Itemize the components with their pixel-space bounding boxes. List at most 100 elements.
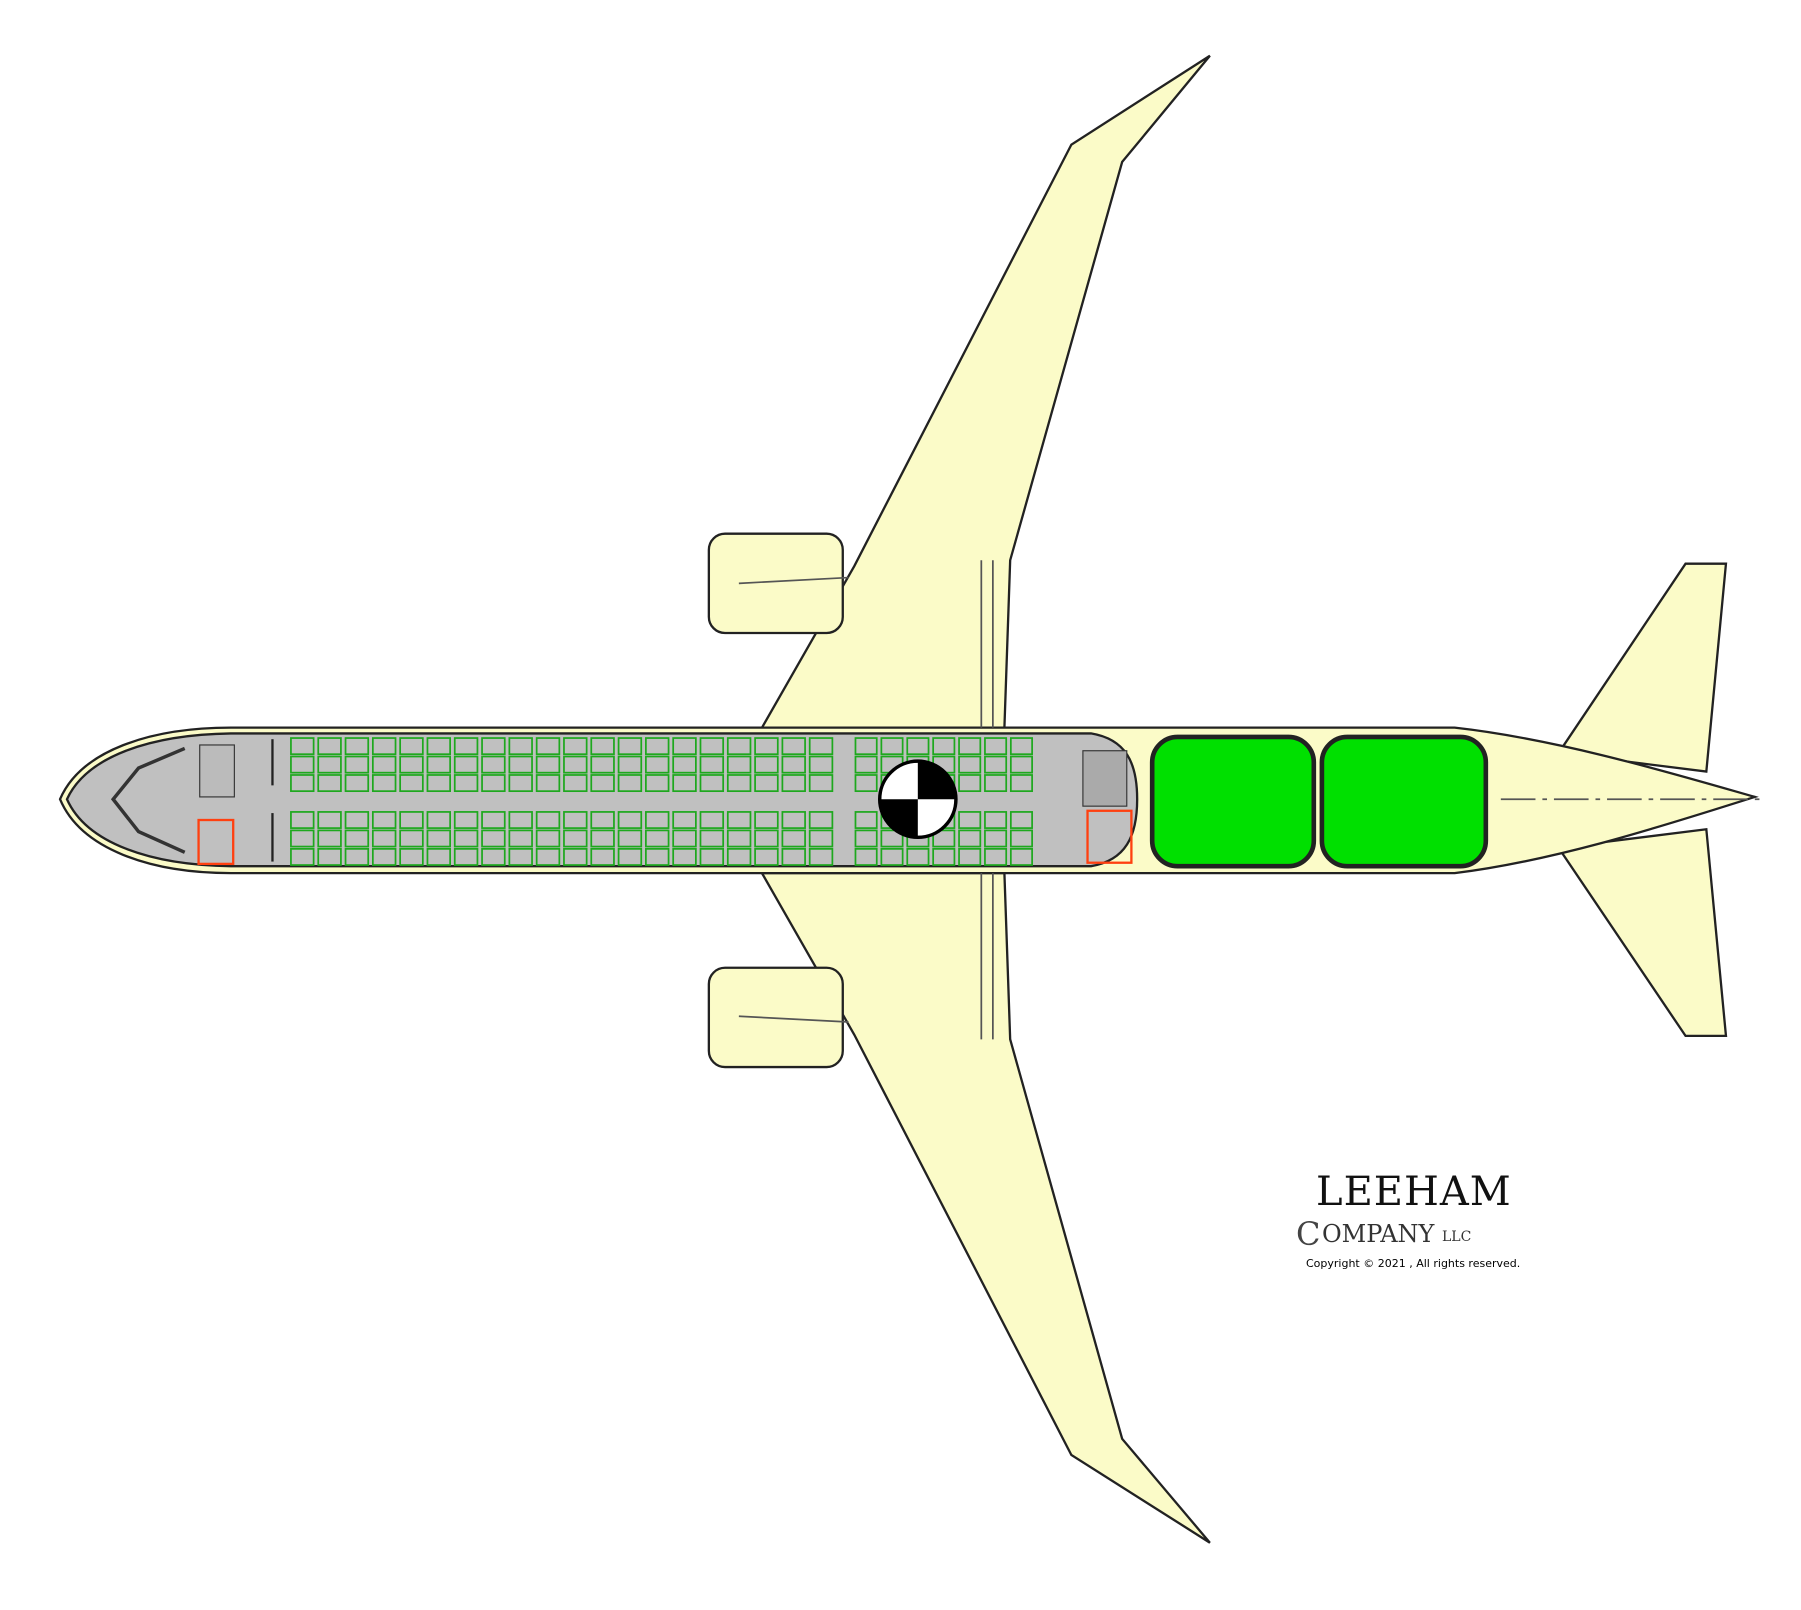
seat [426, 774, 452, 793]
seat [958, 774, 982, 793]
seat [590, 811, 615, 829]
seat [290, 829, 315, 848]
seat [958, 848, 982, 866]
seat [453, 755, 479, 774]
seat [958, 737, 982, 756]
seat [672, 848, 697, 866]
seat [645, 848, 670, 866]
seat [399, 848, 424, 866]
seat [854, 848, 878, 866]
seat [808, 829, 834, 848]
seat [854, 774, 878, 793]
seat [672, 774, 697, 793]
seat [535, 774, 561, 793]
logo-line1: LEEHAM [1316, 1169, 1512, 1215]
seat [1009, 829, 1033, 848]
lower-horizontal-stabilizer [1556, 827, 1728, 1038]
leeham-logo: LEEHAM C OMPANY LLC Copyright © 2021 , A… [1296, 1172, 1536, 1276]
seat [535, 811, 561, 829]
seat [808, 774, 834, 793]
seat [645, 737, 670, 756]
seat [699, 755, 725, 774]
seat [371, 829, 397, 848]
forward-lavatory [197, 818, 235, 866]
seat [699, 848, 725, 866]
seat [781, 774, 806, 793]
seat [726, 755, 752, 774]
seat [453, 774, 479, 793]
seat [617, 774, 643, 793]
seat [317, 811, 342, 829]
seat [590, 829, 615, 848]
seat [617, 829, 643, 848]
seat [426, 755, 452, 774]
seat [672, 829, 697, 848]
seat [672, 811, 697, 829]
seat [984, 811, 1008, 829]
seat [371, 811, 397, 829]
seat [984, 755, 1008, 774]
seat [481, 811, 506, 829]
seat [1009, 755, 1033, 774]
seat [481, 755, 506, 774]
seat [754, 829, 779, 848]
seat [808, 755, 834, 774]
seat [481, 829, 506, 848]
cockpit [110, 746, 186, 854]
seat [958, 829, 982, 848]
seat [508, 755, 533, 774]
seat [880, 848, 904, 866]
seat [880, 737, 904, 756]
upper-horizontal-stabilizer [1556, 562, 1728, 773]
seat [958, 811, 982, 829]
seat [781, 829, 806, 848]
seat [754, 737, 779, 756]
seat [508, 848, 533, 866]
seat [754, 848, 779, 866]
seat [290, 848, 315, 866]
copyright-text: Copyright © 2021 , All rights reserved. [1306, 1257, 1521, 1270]
seat [563, 755, 588, 774]
seat [854, 755, 878, 774]
seat [317, 774, 342, 793]
seat [590, 774, 615, 793]
seat [984, 829, 1008, 848]
seat [617, 755, 643, 774]
seat [932, 737, 956, 756]
seat [535, 737, 561, 756]
seat [344, 774, 370, 793]
seat [399, 811, 424, 829]
seat [726, 774, 752, 793]
seat [672, 737, 697, 756]
seat [317, 755, 342, 774]
cargo-hold-aft [1319, 734, 1489, 869]
logo-suffix: LLC [1442, 1229, 1472, 1245]
seat [808, 848, 834, 866]
seat [699, 774, 725, 793]
seat [1009, 737, 1033, 756]
seat [563, 811, 588, 829]
seat [645, 829, 670, 848]
seat [344, 737, 370, 756]
seat [726, 737, 752, 756]
seat [699, 737, 725, 756]
logo-initial: C [1296, 1215, 1321, 1253]
seat [854, 829, 878, 848]
center-of-gravity-icon [877, 759, 958, 840]
seat [726, 829, 752, 848]
seat [535, 829, 561, 848]
galley [199, 744, 235, 798]
seat [854, 737, 878, 756]
seat [932, 829, 956, 848]
seat [371, 848, 397, 866]
upper-wing [759, 54, 1211, 729]
seat [371, 774, 397, 793]
seat [481, 774, 506, 793]
seat [290, 774, 315, 793]
seat [371, 755, 397, 774]
seat [906, 848, 930, 866]
seat [453, 737, 479, 756]
seat [617, 811, 643, 829]
seat [590, 848, 615, 866]
